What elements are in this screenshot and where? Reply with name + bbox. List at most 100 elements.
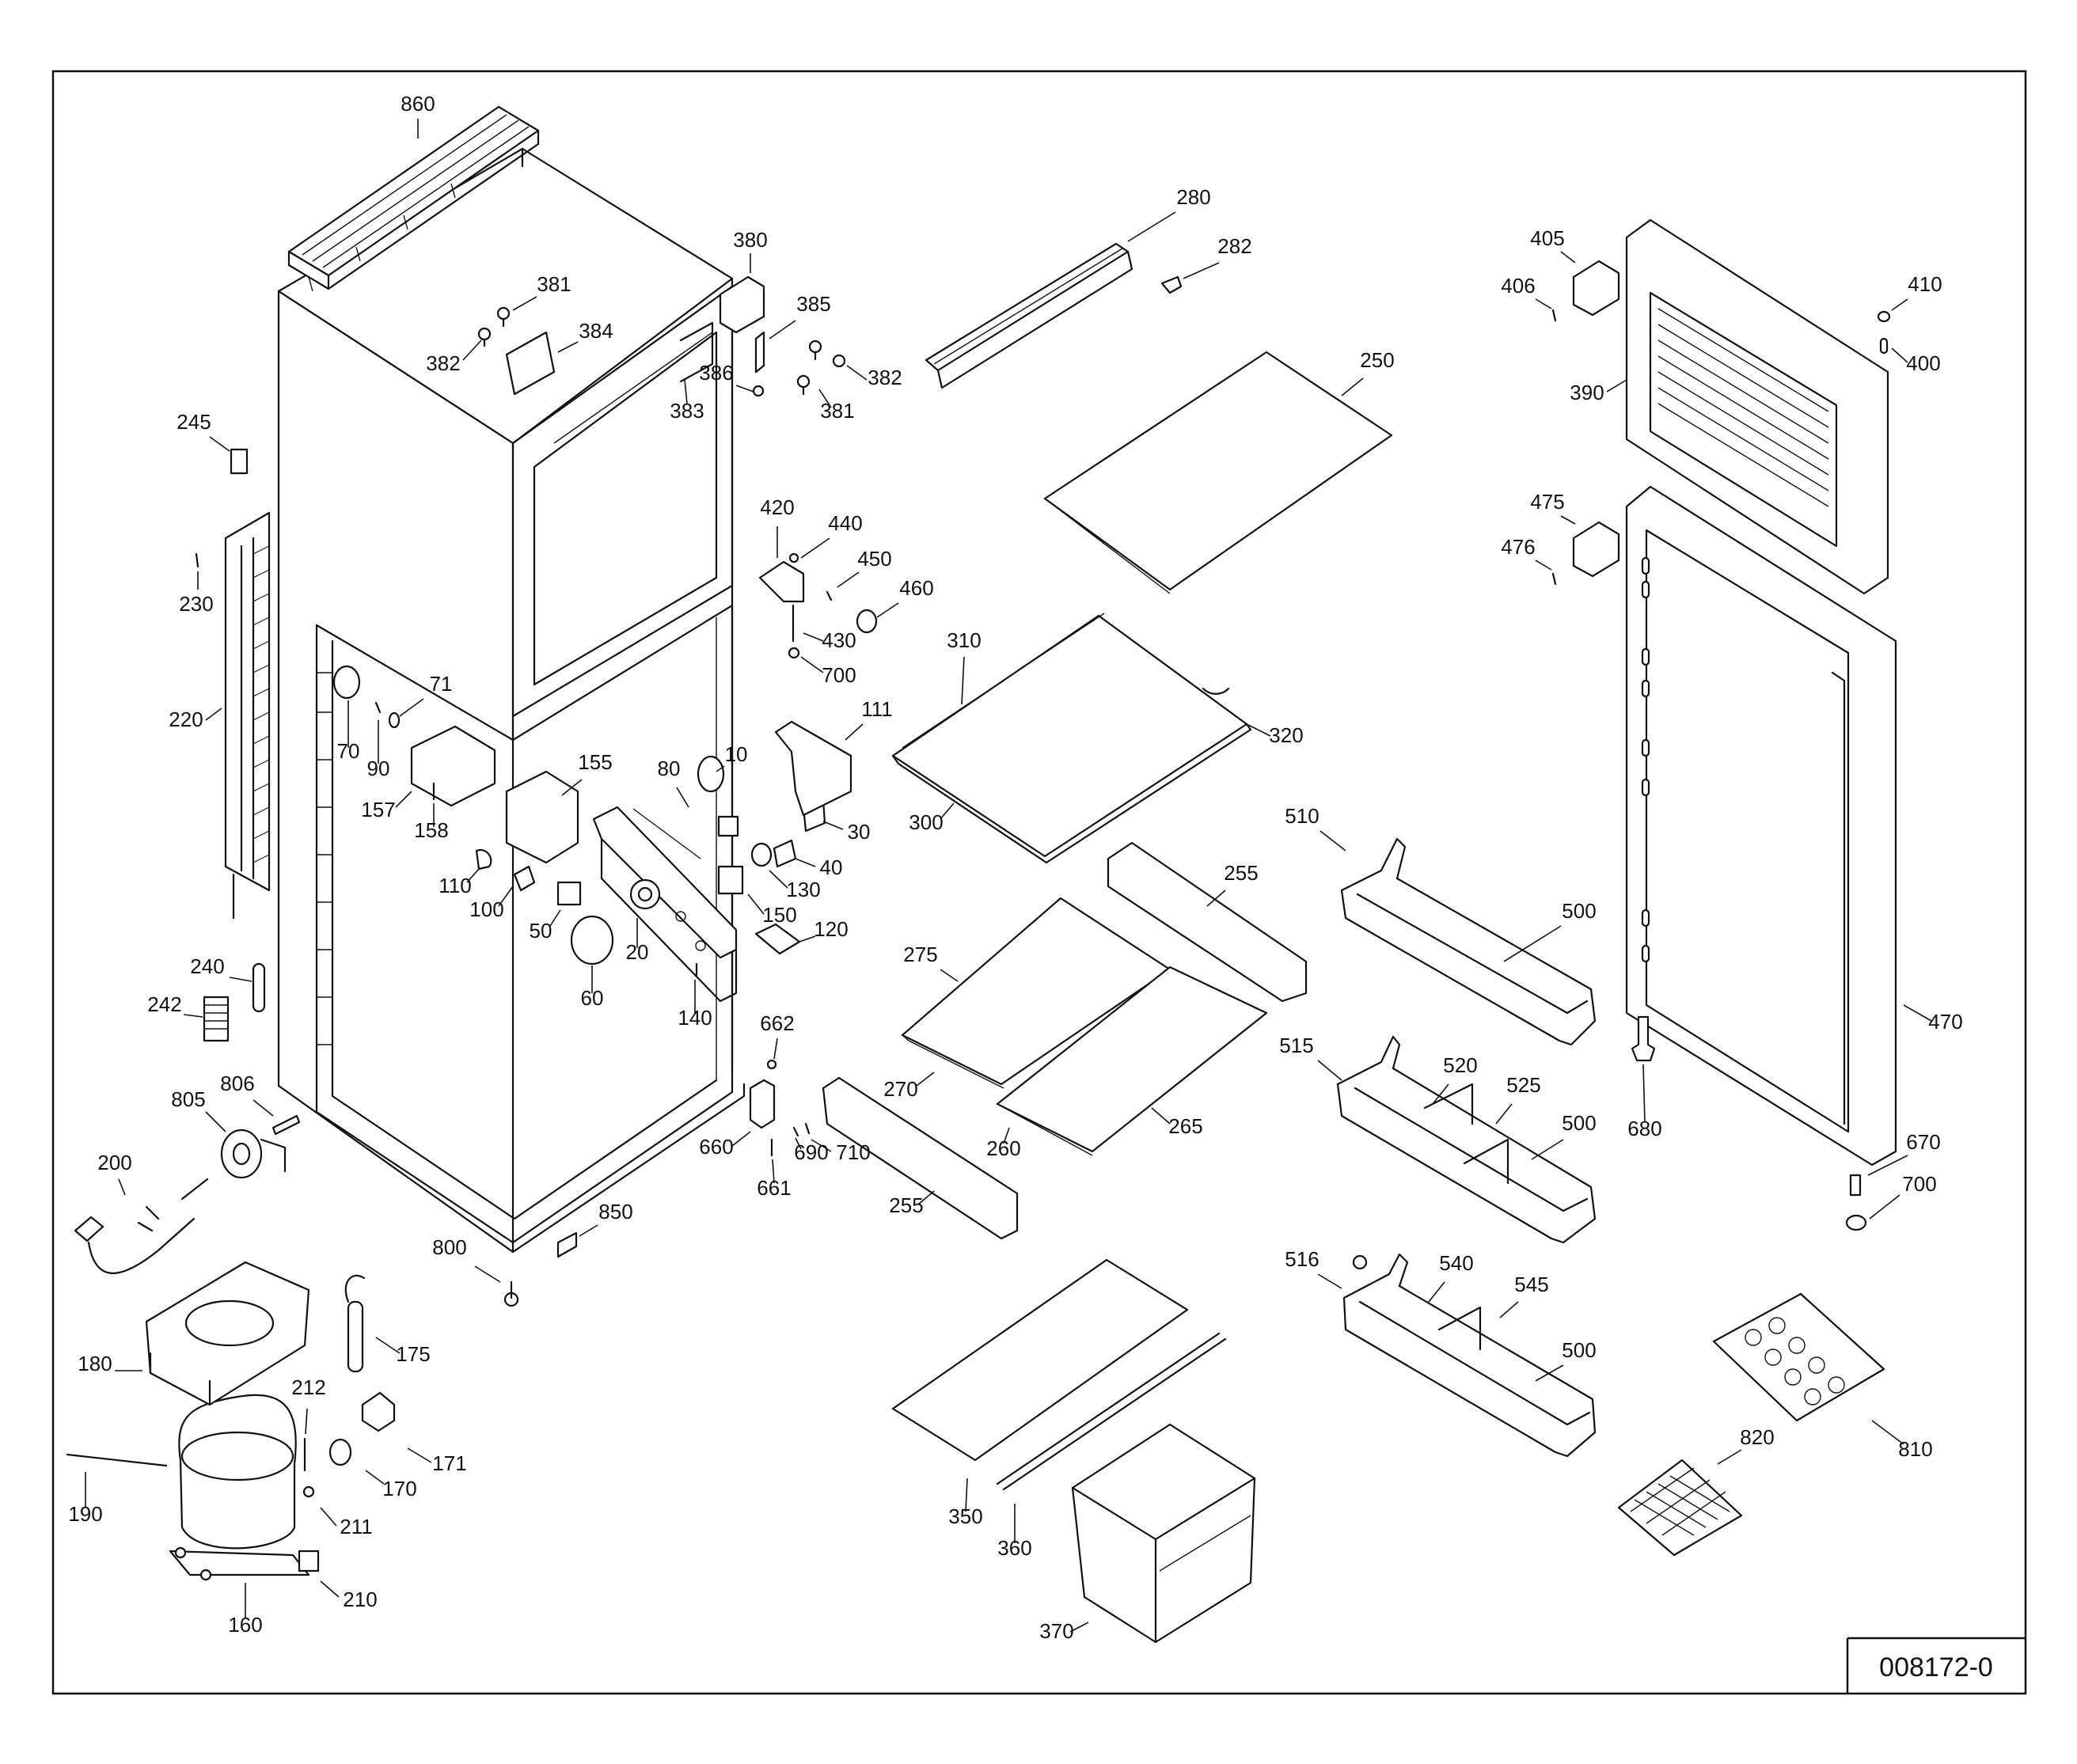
spacer-245 xyxy=(230,448,249,475)
leader-line xyxy=(961,656,965,705)
leader-line xyxy=(395,791,412,808)
part-number-label: 661 xyxy=(757,1176,791,1200)
leader-line xyxy=(205,1111,226,1132)
relay-175 xyxy=(344,1274,366,1373)
wire-80 xyxy=(632,808,701,859)
leader-line xyxy=(1127,211,1176,242)
screw-90 xyxy=(374,701,382,714)
part-number-label: 500 xyxy=(1562,899,1596,923)
part-number-label: 80 xyxy=(658,757,681,780)
leader-line xyxy=(769,870,788,889)
shelf-support-255a xyxy=(1107,841,1308,1003)
part-number-label: 275 xyxy=(903,943,937,966)
condenser xyxy=(224,511,271,920)
part-number-label: 280 xyxy=(1176,185,1210,209)
leader-line xyxy=(795,858,816,867)
leader-line xyxy=(305,1408,308,1435)
leader-line xyxy=(845,723,864,741)
part-number-label: 440 xyxy=(828,511,862,535)
leader-line xyxy=(253,1099,274,1117)
part-number-label: 380 xyxy=(733,228,767,252)
part-number-label: 90 xyxy=(367,757,390,780)
leader-line xyxy=(1867,1155,1908,1176)
top-hinge xyxy=(719,275,765,334)
cap-170 xyxy=(328,1438,352,1466)
washer-700b xyxy=(1845,1214,1867,1231)
part-number-label: 660 xyxy=(699,1135,733,1159)
cabinet-body xyxy=(277,147,746,1254)
leader-line xyxy=(1183,262,1220,279)
part-number-label: 158 xyxy=(414,818,448,842)
part-number-label: 150 xyxy=(762,903,796,927)
leader-line xyxy=(466,868,480,883)
part-number-label: 525 xyxy=(1506,1073,1540,1097)
hinge-bracket-475 xyxy=(1572,521,1620,578)
screw-476 xyxy=(1551,572,1557,586)
part-number-label: 190 xyxy=(68,1502,102,1526)
leader-line xyxy=(822,821,844,830)
part-number-label: 384 xyxy=(579,319,613,343)
leader-line xyxy=(229,977,253,982)
part-number-label: 110 xyxy=(439,874,471,897)
part-number-label: 100 xyxy=(469,897,503,921)
part-number-label: 410 xyxy=(1908,272,1942,296)
ring-10 xyxy=(697,755,725,793)
screw-450 xyxy=(826,590,833,601)
part-number-label: 810 xyxy=(1898,1437,1932,1461)
leader-line xyxy=(940,802,955,820)
part-number-label: 282 xyxy=(1217,234,1251,258)
part-number-label: 175 xyxy=(396,1342,430,1366)
part-number-label: 155 xyxy=(578,750,612,774)
leader-line xyxy=(800,656,824,673)
part-number-label: 520 xyxy=(1443,1053,1477,1077)
leader-line xyxy=(803,632,824,642)
part-number-label: 700 xyxy=(822,663,856,687)
screw-800 xyxy=(503,1280,519,1307)
part-number-label: 70 xyxy=(337,739,360,763)
part-number-label: 250 xyxy=(1360,348,1394,372)
leader-line xyxy=(1871,1420,1904,1445)
leader-line xyxy=(747,893,765,915)
leader-line xyxy=(1717,1449,1742,1465)
screw-690 xyxy=(792,1126,799,1137)
glass-shelf-350 xyxy=(891,1258,1189,1462)
screw-282 xyxy=(1160,275,1183,294)
part-number-label: 130 xyxy=(786,878,820,901)
leader-line xyxy=(1069,1622,1089,1633)
part-number-label: 390 xyxy=(1570,381,1604,404)
drain-tube xyxy=(252,962,266,1013)
leader-line xyxy=(1560,515,1576,525)
part-number-label: 211 xyxy=(340,1515,372,1538)
part-number-label: 370 xyxy=(1039,1619,1073,1643)
part-71 xyxy=(388,711,401,729)
part-number-label: 242 xyxy=(147,992,181,1016)
leader-line xyxy=(800,537,830,559)
door-shelf-515 xyxy=(1336,1035,1597,1244)
part-number-label: 860 xyxy=(401,92,435,116)
part-number-label: 180 xyxy=(78,1352,112,1375)
leader-line xyxy=(320,1507,337,1527)
leader-line xyxy=(1869,1194,1900,1220)
part-number-label: 260 xyxy=(986,1136,1020,1160)
part-number-label: 255 xyxy=(889,1193,923,1217)
leader-line xyxy=(183,1014,203,1018)
crisper-370 xyxy=(1071,1423,1256,1644)
part-number-label: 270 xyxy=(883,1077,917,1101)
bracket-157 xyxy=(410,725,496,807)
part-number-label: 460 xyxy=(899,576,933,600)
coil-242 xyxy=(203,996,230,1042)
part-number-label: 510 xyxy=(1285,804,1319,828)
knob-60 xyxy=(570,915,614,965)
part-number-label: 385 xyxy=(796,292,830,316)
part-50 xyxy=(556,881,582,906)
bracket-111 xyxy=(774,720,852,817)
part-number-label: 50 xyxy=(530,919,552,943)
label-plate xyxy=(505,331,556,396)
leader-line xyxy=(1499,1301,1519,1318)
part-number-label: 430 xyxy=(822,628,856,652)
shelf-265 xyxy=(996,965,1268,1153)
leader-line xyxy=(1003,1127,1010,1144)
part-number-label: 265 xyxy=(1168,1114,1202,1138)
part-number-label: 690 xyxy=(794,1140,828,1164)
